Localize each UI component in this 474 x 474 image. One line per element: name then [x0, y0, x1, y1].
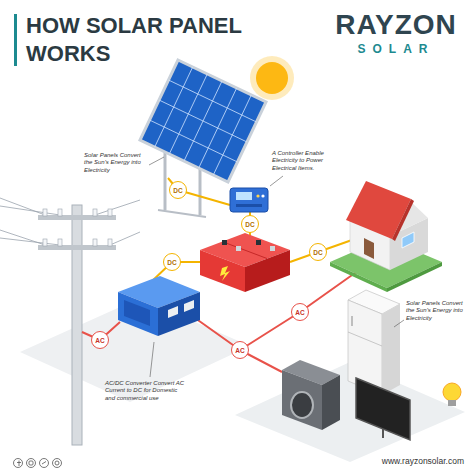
ac-wires	[82, 268, 362, 372]
sun	[256, 62, 288, 94]
washing-machine	[282, 360, 340, 430]
website-url: www.rayzonsolar.com	[330, 456, 464, 467]
charge-controller	[230, 188, 268, 212]
current-badge: DC	[309, 243, 327, 261]
ground-platform	[20, 298, 250, 402]
callout-note: Solar Panels Convert the Sun's Energy in…	[406, 300, 468, 322]
current-type: DC	[167, 259, 176, 266]
leader-lines	[149, 157, 404, 377]
callout-note: Solar Panels Convert the Sun's Energy in…	[84, 152, 146, 174]
current-badge: AC	[291, 303, 309, 321]
current-type: AC	[295, 309, 304, 316]
current-type: DC	[173, 187, 182, 194]
social-icons	[14, 459, 62, 468]
current-badge: DC	[241, 215, 259, 233]
callout-note: A Controller Enable Electricity to Power…	[272, 150, 344, 172]
power-pole	[0, 198, 140, 445]
brand-subtitle: SOLAR	[326, 42, 466, 56]
brand-logo-box: RAYZON	[326, 10, 466, 40]
brand-logo: RAYZON	[326, 10, 466, 40]
callout-note: AC/DC Converter Convert AC Current to DC…	[105, 380, 187, 402]
current-badge: DC	[163, 253, 181, 271]
light-bulb	[443, 383, 461, 406]
callout-note-box: AC/DC Converter Convert AC Current to DC…	[105, 380, 187, 402]
house	[330, 181, 442, 292]
current-type: DC	[313, 249, 322, 256]
callout-note-box: A Controller Enable Electricity to Power…	[272, 150, 344, 172]
current-badge: AC	[91, 331, 109, 349]
solar-panel	[140, 60, 266, 182]
current-type: AC	[95, 337, 104, 344]
battery-bank	[200, 233, 290, 292]
callout-note-box: Solar Panels Convert the Sun's Energy in…	[406, 300, 468, 322]
current-type: DC	[245, 221, 254, 228]
title-box: HOW SOLAR PANEL WORKS	[26, 12, 254, 68]
website-url-box: www.rayzonsolar.com	[330, 456, 464, 467]
diagram-title: HOW SOLAR PANEL WORKS	[26, 12, 254, 68]
brand-subtitle-box: SOLAR	[326, 42, 466, 56]
sun-glow	[250, 56, 294, 100]
title-bar	[14, 14, 17, 66]
current-badge: AC	[231, 341, 249, 359]
current-type: AC	[235, 347, 244, 354]
inverter	[118, 276, 200, 336]
television	[356, 378, 410, 440]
current-badge: DC	[169, 181, 187, 199]
callout-note-box: Solar Panels Convert the Sun's Energy in…	[84, 152, 146, 174]
